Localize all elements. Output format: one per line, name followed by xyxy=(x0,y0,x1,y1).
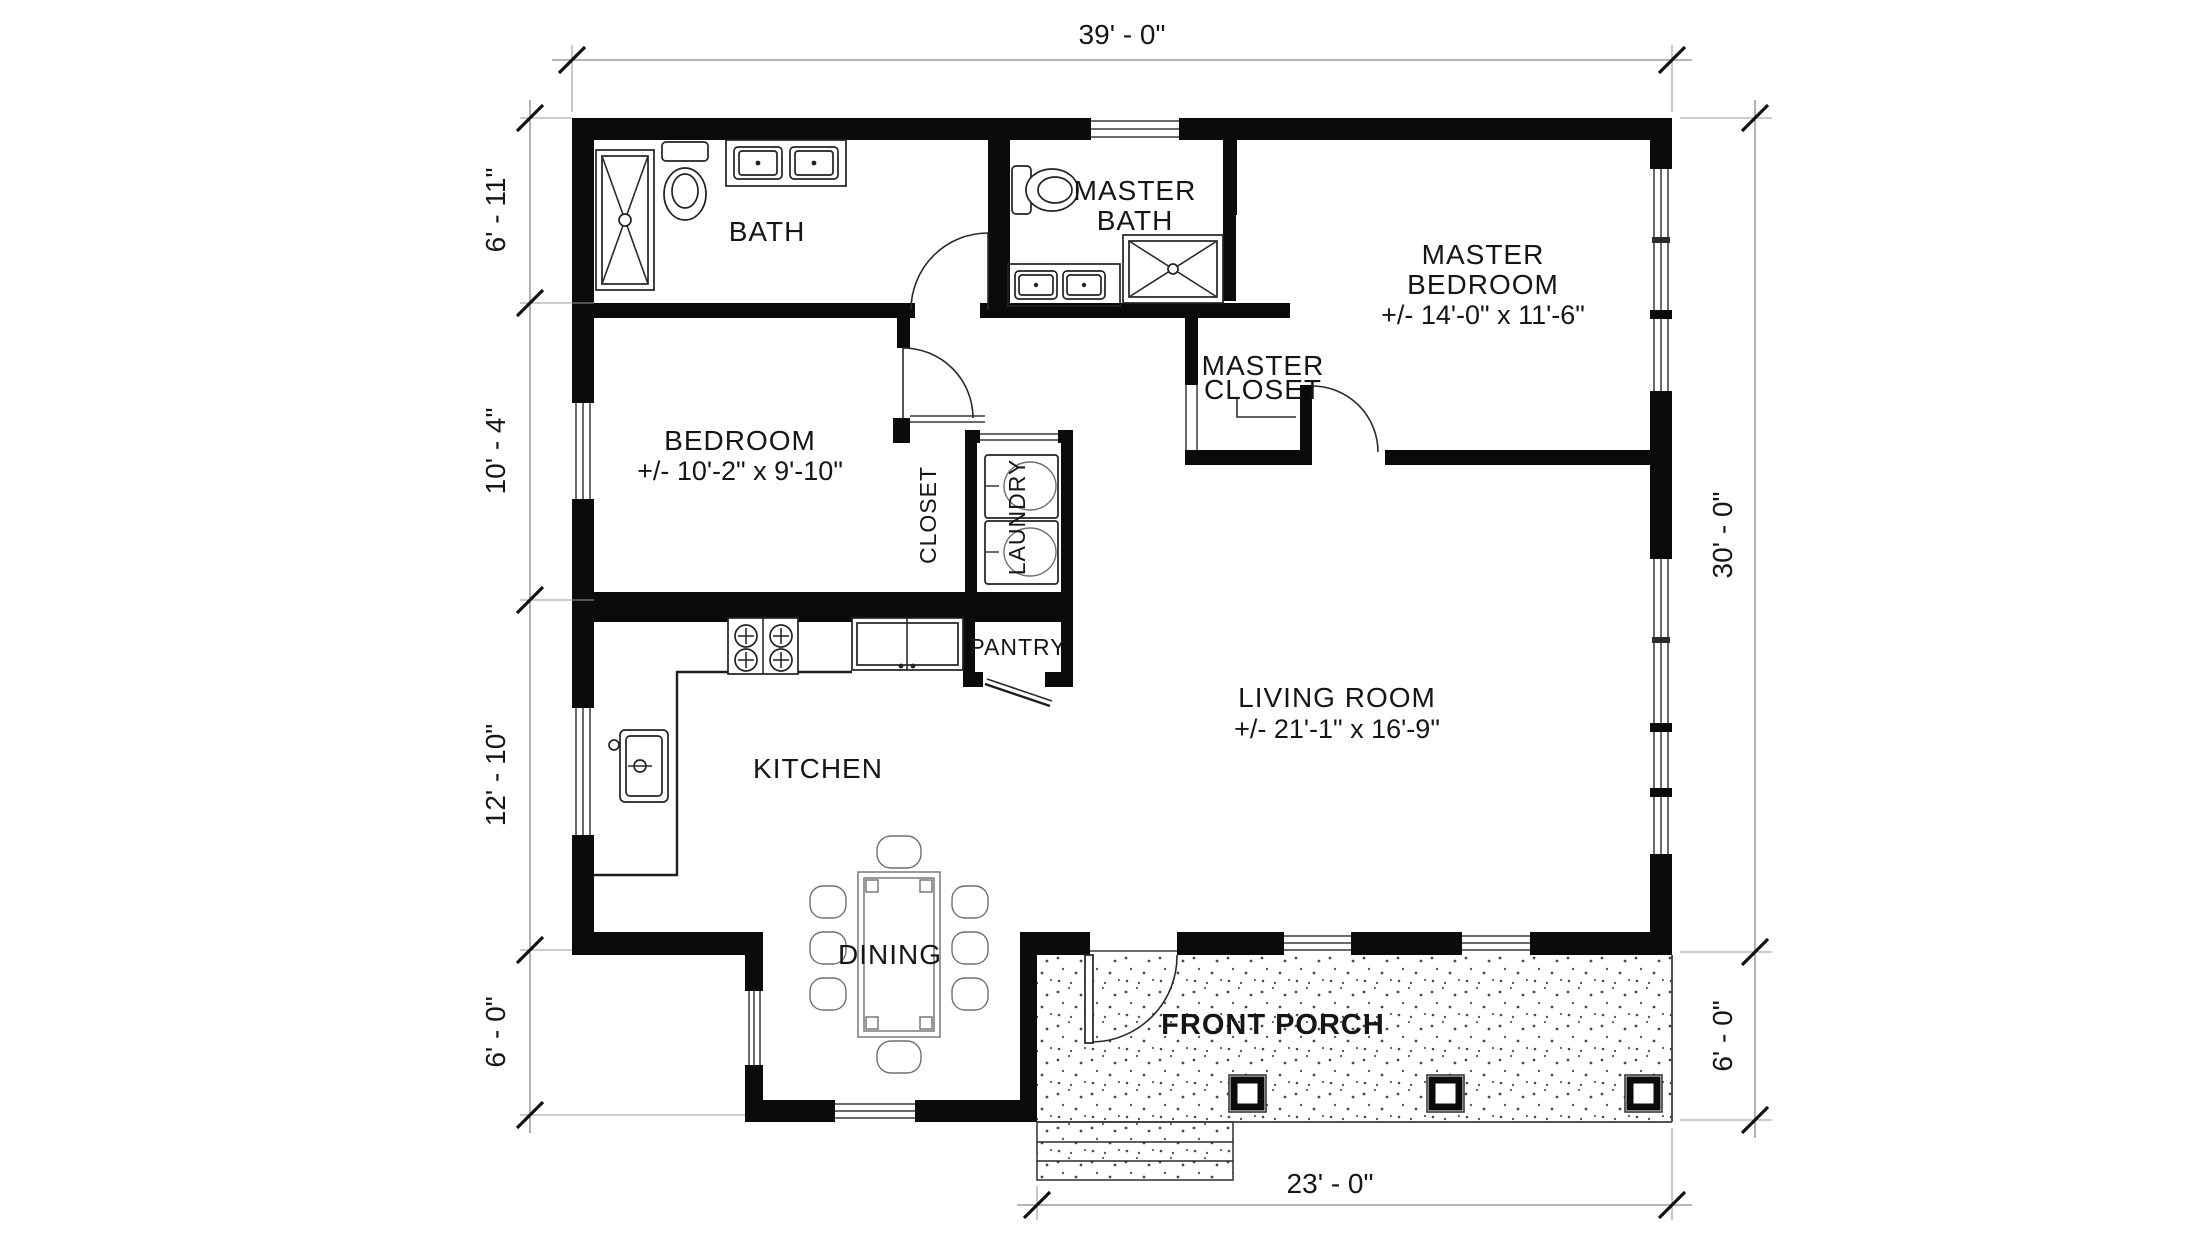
door-swing-icon xyxy=(902,232,1379,1044)
dining-table-icon xyxy=(809,835,989,1074)
front-porch-slab xyxy=(1036,955,1673,1181)
toilet-icon xyxy=(661,141,709,221)
dim-right-height: 30' - 0" xyxy=(1707,492,1738,579)
dim-left-porch: 6' - 0" xyxy=(480,996,511,1067)
kitchen-sink-icon xyxy=(608,729,669,803)
dining-label: DINING xyxy=(838,939,942,970)
exterior-walls xyxy=(572,118,1672,1122)
dimension-bottom: 23' - 0" xyxy=(1017,1128,1692,1220)
mbath-vanity-icon xyxy=(1007,263,1121,307)
master-bedroom-label-2: BEDROOM xyxy=(1407,269,1559,300)
dimension-top: 39' - 0" xyxy=(552,19,1692,112)
bedroom-dims: +/- 10'-2" x 9'-10" xyxy=(637,456,843,486)
room-labels: BATH MASTER BATH MASTER BEDROOM +/- 14'-… xyxy=(637,175,1585,1041)
shower-icon xyxy=(595,149,655,291)
porch-column-icon xyxy=(1624,1074,1663,1113)
toilet-icon xyxy=(1011,165,1079,215)
bedroom-label: BEDROOM xyxy=(664,425,816,456)
porch-steps-icon xyxy=(1036,1121,1234,1181)
porch-column-icon xyxy=(1228,1074,1267,1113)
bath-label: BATH xyxy=(729,216,806,247)
porch-column-icon xyxy=(1426,1074,1465,1113)
living-room-dims: +/- 21'-1" x 16'-9" xyxy=(1234,714,1440,744)
dim-left-bath: 6' - 11" xyxy=(480,168,511,253)
pantry-label: PANTRY xyxy=(969,634,1066,660)
master-bedroom-label-1: MASTER xyxy=(1422,239,1545,270)
master-closet-label-2: CLOSET xyxy=(1204,374,1322,405)
living-room-label: LIVING ROOM xyxy=(1238,682,1436,713)
dimension-left: 6' - 11" 10' - 4" 12' - 10" 6' - 0" xyxy=(480,100,745,1133)
kitchen-counter xyxy=(594,670,852,877)
shower-icon xyxy=(1122,234,1224,304)
front-porch-label: FRONT PORCH xyxy=(1161,1009,1385,1041)
window-icon xyxy=(572,118,1672,1122)
master-bath-label-1: MASTER xyxy=(1074,175,1197,206)
dim-left-bedroom: 10' - 4" xyxy=(480,408,511,495)
master-bath-label-2: BATH xyxy=(1097,205,1174,236)
master-bedroom-dims: +/- 14'-0" x 11'-6" xyxy=(1381,300,1585,330)
closet-label: CLOSET xyxy=(915,466,941,564)
closet-leader-line xyxy=(1236,398,1296,418)
master-closet-label-1: MASTER xyxy=(1202,350,1325,381)
dim-right-porch: 6' - 0" xyxy=(1707,1000,1738,1071)
interior-walls xyxy=(594,140,1672,687)
dim-bottom-porch: 23' - 0" xyxy=(1287,1168,1374,1199)
laundry-label: LAUNDRY xyxy=(1004,459,1030,576)
dim-left-kitchen: 12' - 10" xyxy=(480,724,511,826)
kitchen-label: KITCHEN xyxy=(753,753,883,784)
refrigerator-icon xyxy=(851,617,964,671)
dim-top-width: 39' - 0" xyxy=(1079,19,1166,50)
stove-icon xyxy=(727,617,799,675)
bath-vanity-icon xyxy=(725,139,847,187)
dimension-right: 30' - 0" 6' - 0" xyxy=(1680,100,1772,1138)
cased-opening-icon xyxy=(910,385,1198,450)
washer-dryer-icon xyxy=(984,454,1059,585)
